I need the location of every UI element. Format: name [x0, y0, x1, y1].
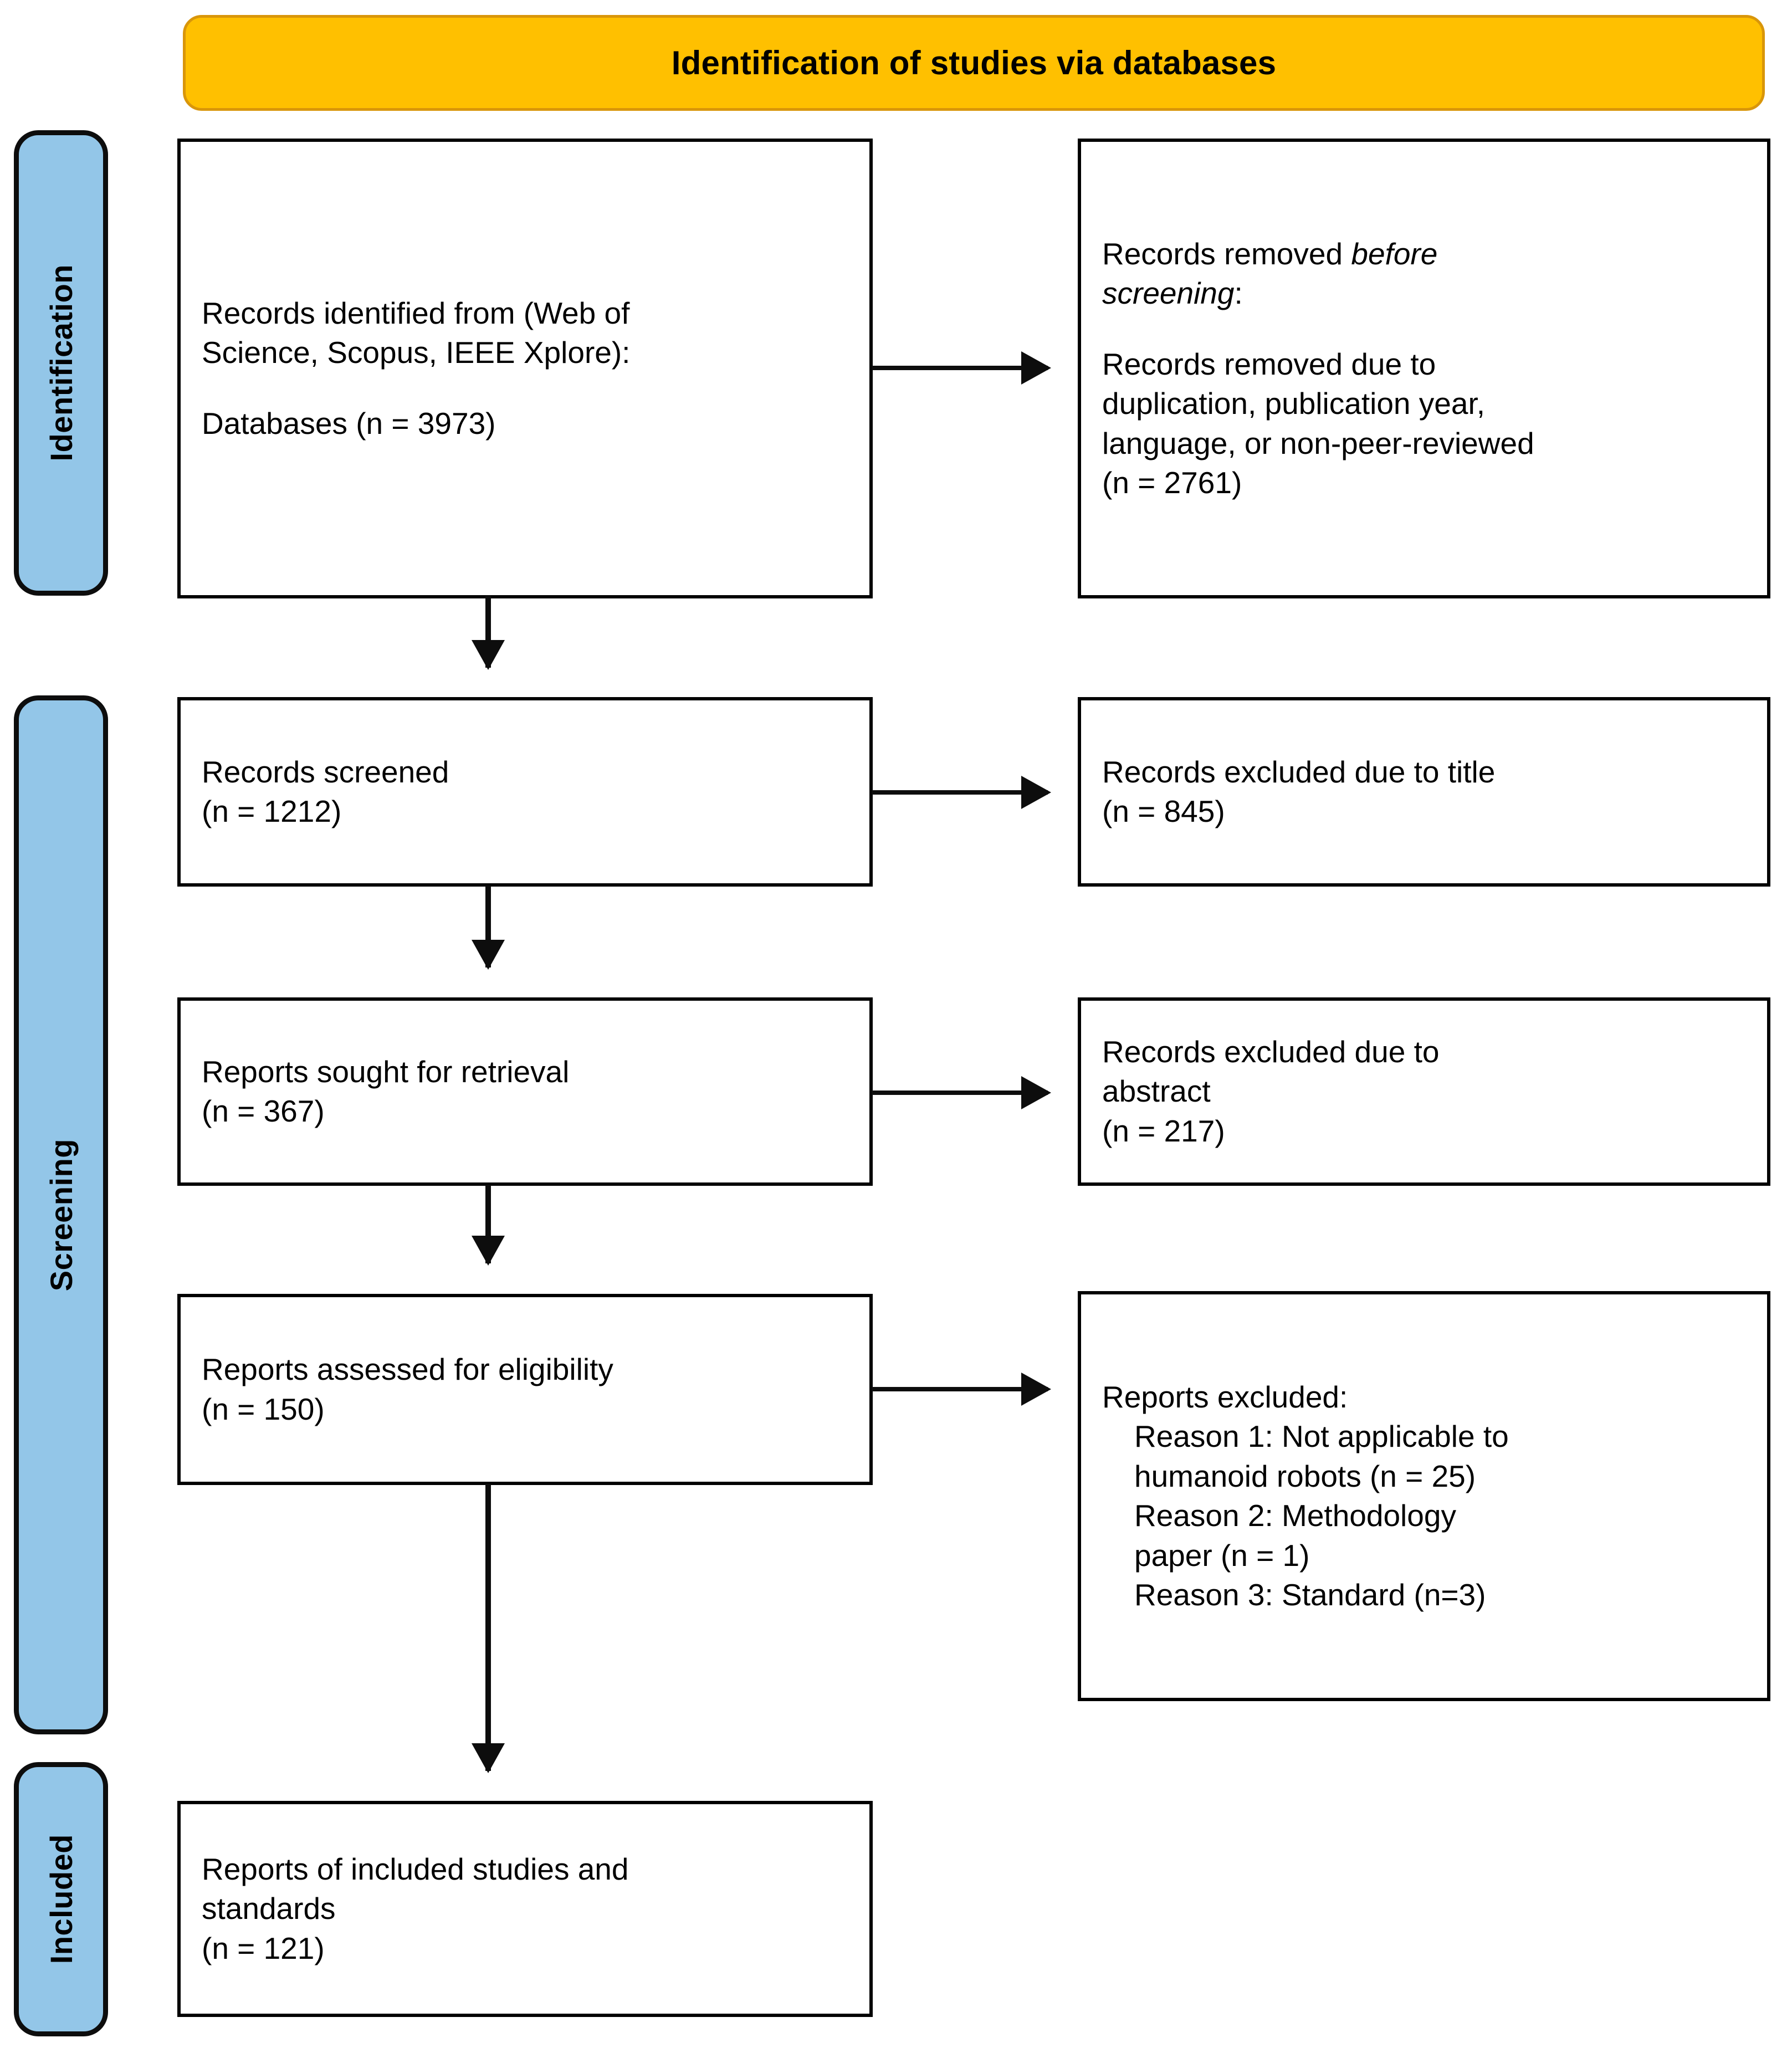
- arrow-right-sought-to-excluded-abstract-icon: [872, 1091, 1048, 1095]
- stage-label-identification: Identification: [43, 264, 79, 462]
- records-screened-count: (n = 1212): [202, 794, 342, 828]
- records-excluded-abstract-line-2: abstract: [1102, 1074, 1211, 1109]
- arrow-right-identified-to-removed-icon: [872, 366, 1048, 370]
- reports-assessed-count: (n = 150): [202, 1391, 325, 1426]
- arrow-down-screened-to-sought-icon: [485, 885, 491, 967]
- box-records-screened: Records screened (n = 1212): [177, 697, 873, 887]
- records-removed-heading-colon: :: [1234, 276, 1243, 310]
- box-reports-included-studies: Reports of included studies and standard…: [177, 1801, 873, 2017]
- diagram-title: Identification of studies via databases: [671, 44, 1277, 81]
- included-studies-line-1: Reports of included studies and: [202, 1851, 629, 1886]
- arrow-right-screened-to-excluded-title-icon: [872, 790, 1048, 795]
- stage-label-screening: Screening: [43, 1138, 79, 1292]
- box-reports-excluded-reasons: Reports excluded: Reason 1: Not applicab…: [1078, 1291, 1770, 1701]
- arrow-right-eligibility-to-reports-excluded-icon: [872, 1387, 1048, 1391]
- box-reports-sought-for-retrieval: Reports sought for retrieval (n = 367): [177, 997, 873, 1186]
- reports-sought-label: Reports sought for retrieval: [202, 1054, 570, 1089]
- records-removed-count: (n = 2761): [1102, 465, 1242, 500]
- reports-excluded-reason-3: Reason 3: Standard (n=3): [1134, 1578, 1486, 1612]
- arrow-down-sought-to-eligibility-icon: [485, 1185, 491, 1263]
- records-removed-heading-line-2: screening:: [1102, 274, 1746, 314]
- records-removed-body-line-3: language, or non-peer-reviewed: [1102, 426, 1534, 460]
- records-removed-heading-italic-screening: screening: [1102, 276, 1235, 310]
- records-screened-label: Records screened: [202, 754, 449, 789]
- records-removed-body-line-2: duplication, publication year,: [1102, 386, 1486, 421]
- stage-pill-included: Included: [14, 1762, 108, 2036]
- records-excluded-abstract-count: (n = 217): [1102, 1113, 1225, 1148]
- records-removed-body-line-1: Records removed due to: [1102, 346, 1436, 381]
- diagram-header-banner: Identification of studies via databases: [183, 15, 1765, 111]
- box-records-excluded-title: Records excluded due to title (n = 845): [1078, 697, 1770, 887]
- box-records-removed-before-screening: Records removed before screening: Record…: [1078, 139, 1770, 598]
- box-reports-assessed-eligibility: Reports assessed for eligibility (n = 15…: [177, 1294, 873, 1485]
- records-removed-heading-italic-before: before: [1351, 236, 1438, 271]
- reports-excluded-reason-2-line-1: Reason 2: Methodology: [1134, 1498, 1456, 1533]
- records-excluded-title-count: (n = 845): [1102, 794, 1225, 828]
- records-removed-heading-plain: Records removed: [1102, 236, 1351, 271]
- stage-pill-screening: Screening: [14, 695, 108, 1734]
- box-records-identified: Records identified from (Web of Science,…: [177, 139, 873, 598]
- box-records-excluded-abstract: Records excluded due to abstract (n = 21…: [1078, 997, 1770, 1186]
- records-excluded-title-label: Records excluded due to title: [1102, 754, 1496, 789]
- arrow-down-eligibility-to-included-icon: [485, 1484, 491, 1771]
- records-excluded-abstract-line-1: Records excluded due to: [1102, 1034, 1440, 1069]
- reports-assessed-label: Reports assessed for eligibility: [202, 1352, 613, 1386]
- reports-excluded-reason-2-line-2: paper (n = 1): [1134, 1538, 1310, 1573]
- stage-pill-identification: Identification: [14, 130, 108, 596]
- records-identified-line-1: Records identified from (Web of: [202, 295, 630, 330]
- reports-excluded-reason-1-line-2: humanoid robots (n = 25): [1134, 1458, 1476, 1493]
- arrow-down-identified-to-screened-icon: [485, 596, 491, 668]
- reports-excluded-reason-1-line-1: Reason 1: Not applicable to: [1134, 1419, 1509, 1453]
- included-studies-count: (n = 121): [202, 1931, 325, 1965]
- records-removed-heading: Records removed before: [1102, 234, 1746, 274]
- stage-label-included: Included: [43, 1834, 79, 1964]
- records-identified-count: Databases (n = 3973): [202, 406, 496, 441]
- reports-excluded-heading: Reports excluded:: [1102, 1379, 1348, 1414]
- reports-sought-count: (n = 367): [202, 1094, 325, 1128]
- included-studies-line-2: standards: [202, 1891, 336, 1926]
- records-identified-line-2: Science, Scopus, IEEE Xplore):: [202, 335, 631, 370]
